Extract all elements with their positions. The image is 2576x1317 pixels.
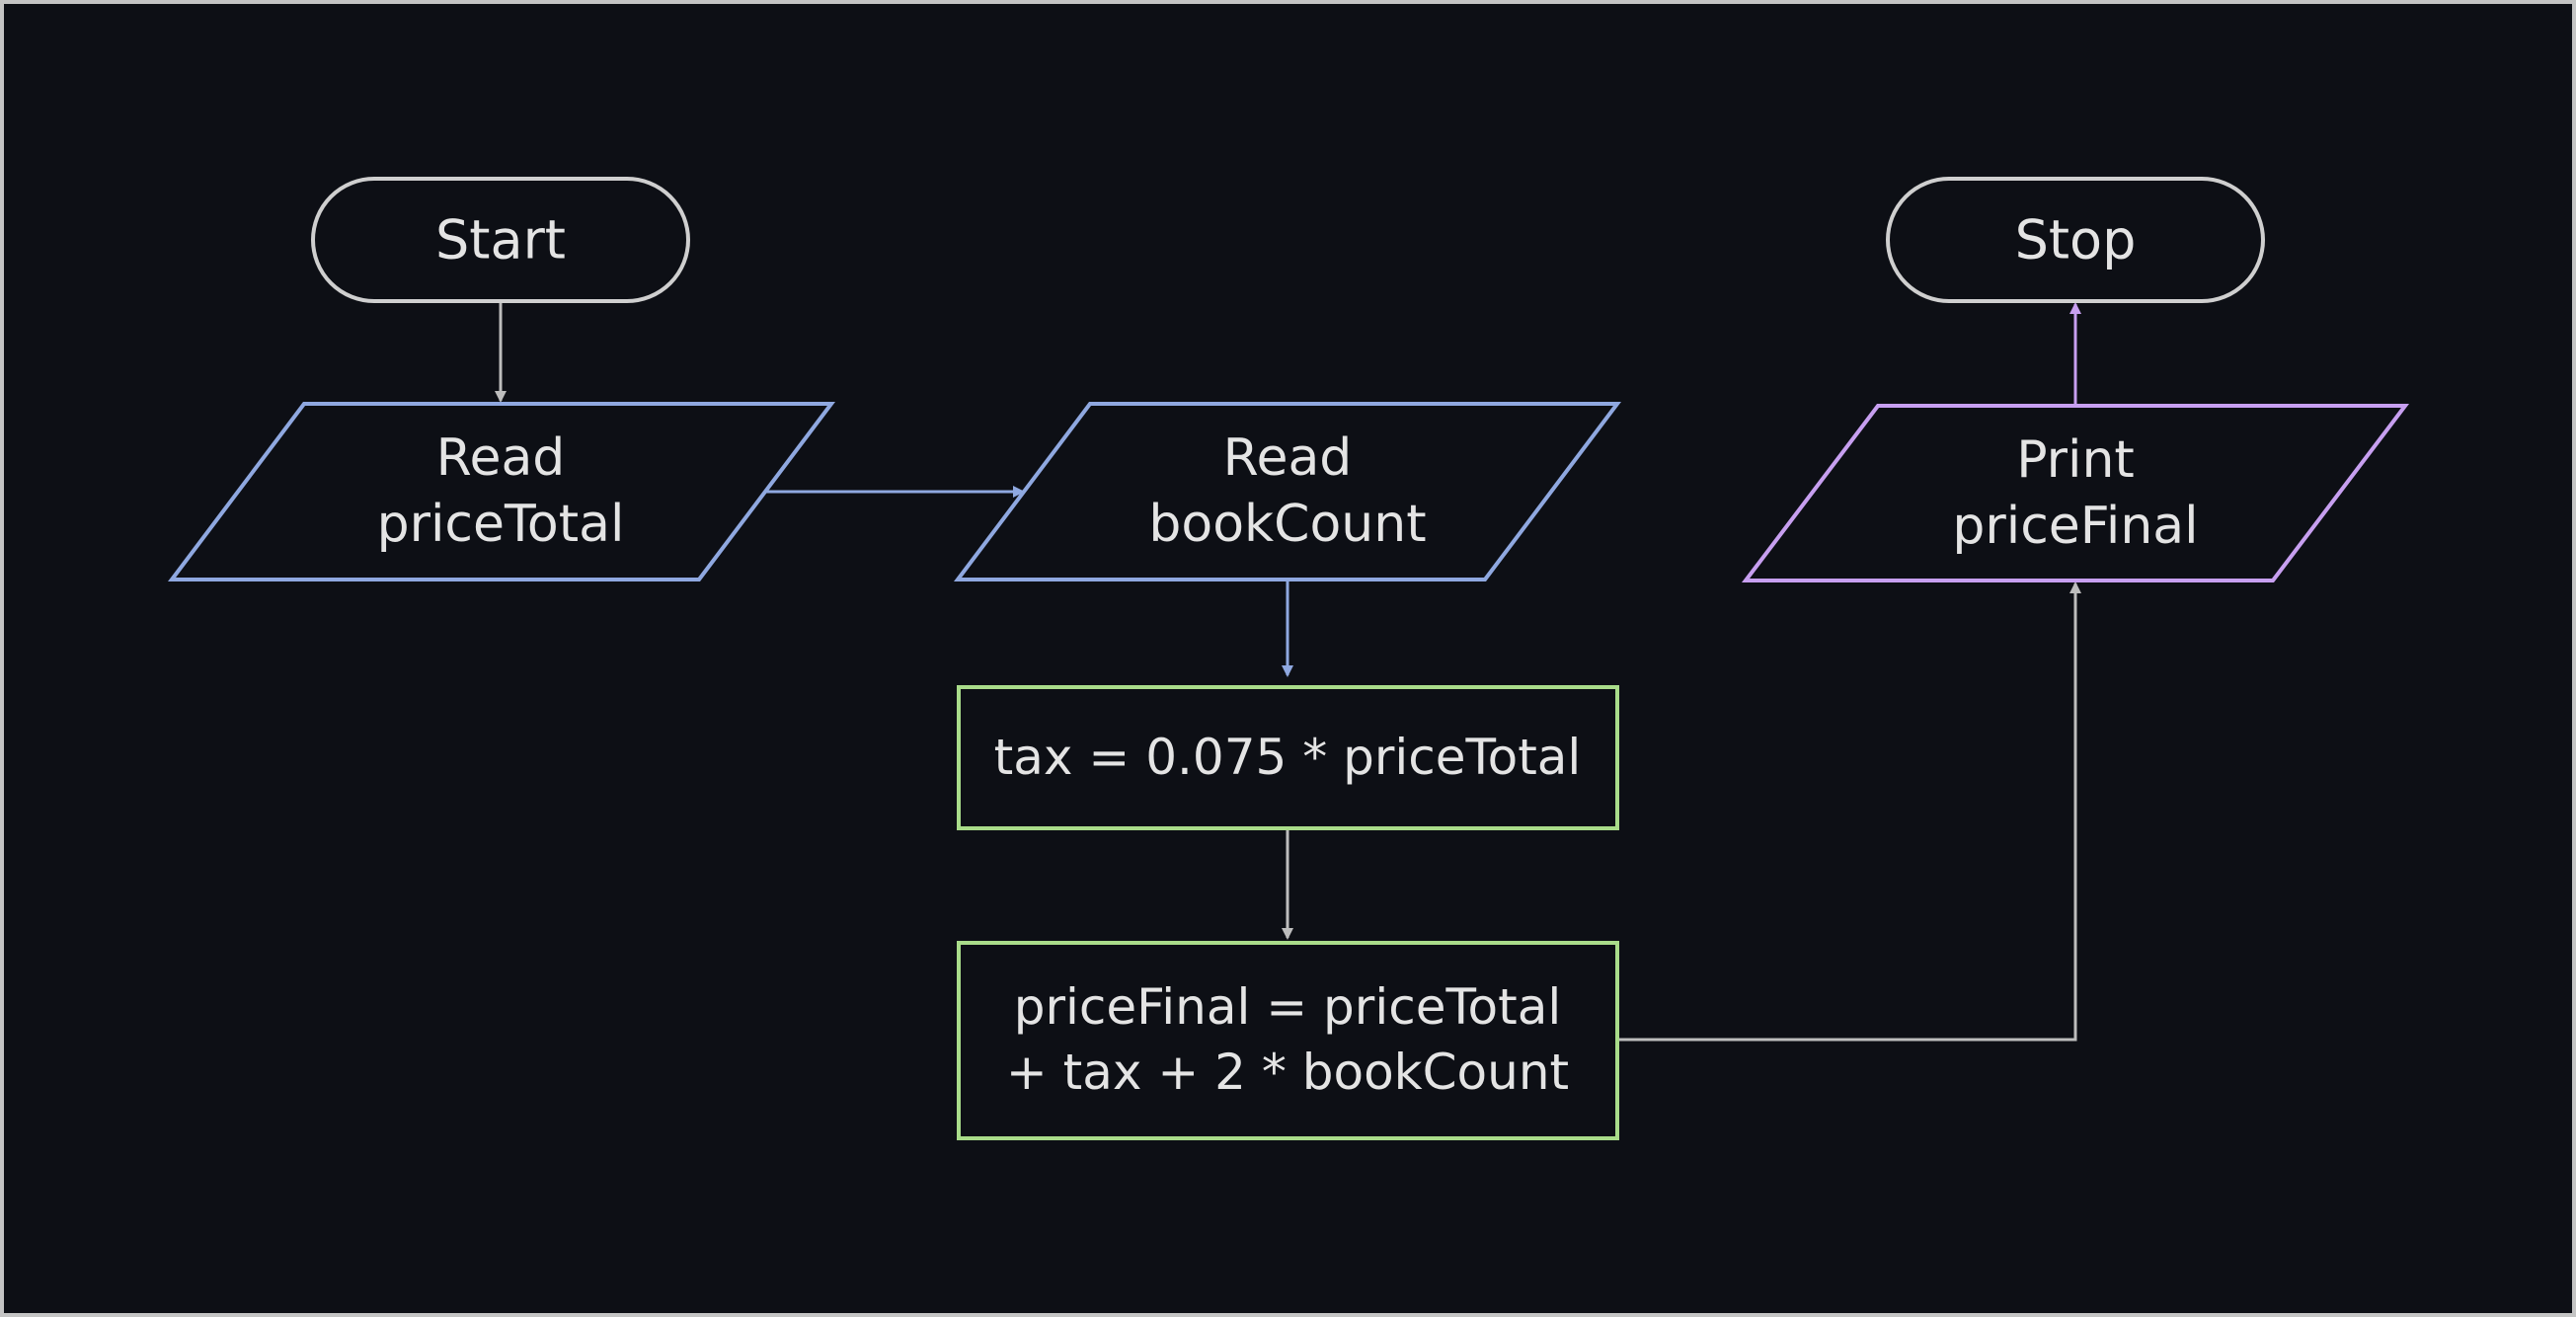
compute-tax-label: tax = 0.075 * priceTotal xyxy=(994,729,1582,786)
compute-tax-node: tax = 0.075 * priceTotal xyxy=(957,685,1619,830)
compute-final-label-line2: + tax + 2 * bookCount xyxy=(1006,1044,1569,1101)
compute-final-process-shape xyxy=(957,941,1619,1140)
read-books-input-shape xyxy=(953,402,1622,581)
start-node: Start xyxy=(311,177,690,303)
stop-terminal-shape xyxy=(1886,177,2265,303)
stop-node: Stop xyxy=(1886,177,2265,303)
compute-tax-process-shape xyxy=(957,685,1619,830)
print-final-node: Print priceFinal xyxy=(1741,404,2410,582)
read-books-label-line2: bookCount xyxy=(1148,495,1426,554)
compute-final-label-line1: priceFinal = priceTotal xyxy=(1014,978,1562,1036)
read-price-input-shape xyxy=(167,402,836,581)
read-books-node: Read bookCount xyxy=(953,402,1622,581)
stop-label: Stop xyxy=(2015,209,2137,271)
start-label: Start xyxy=(435,209,566,271)
connectors xyxy=(495,301,2081,1042)
print-final-label-line1: Print xyxy=(2016,430,2135,490)
start-terminal-shape xyxy=(311,177,690,303)
print-final-label-line2: priceFinal xyxy=(1952,497,2198,556)
compute-final-node: priceFinal = priceTotal + tax + 2 * book… xyxy=(957,941,1619,1140)
read-price-label-line2: priceTotal xyxy=(377,495,625,554)
read-price-label-line1: Read xyxy=(436,428,566,488)
print-final-output-shape xyxy=(1741,404,2410,582)
edge-final-to-print xyxy=(1618,581,2081,1042)
read-books-label-line1: Read xyxy=(1223,428,1353,488)
read-price-node: Read priceTotal xyxy=(167,402,836,581)
